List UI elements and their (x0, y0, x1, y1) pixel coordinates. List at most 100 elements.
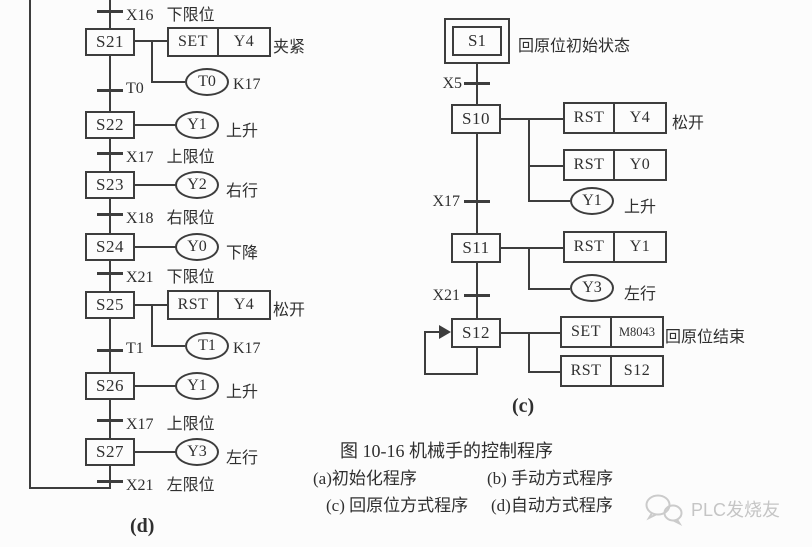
c-transition-tick-x5 (464, 82, 490, 85)
caption-item-d: (d)自动方式程序 (491, 496, 613, 515)
action-desc-right: 右行 (226, 183, 259, 200)
action-op: SET (169, 29, 219, 55)
action-arg: Y4 (629, 109, 651, 126)
d-s27-action-connector (135, 451, 177, 453)
action-desc-rise: 上升 (226, 123, 259, 140)
coil-y2-right: Y2 (175, 171, 219, 199)
timer-setpoint-t0: K17 (233, 76, 261, 93)
transition-desc: 左限位 (166, 477, 215, 494)
c-s10-branch2-connector (528, 165, 563, 167)
action-box-set-y4: SET Y4 (167, 27, 271, 57)
action-box-set-m8043: SET M8043 (560, 316, 664, 348)
initial-step-desc: 回原位初始状态 (518, 38, 631, 55)
transition-name: X16 (126, 7, 154, 24)
action-arg: S12 (623, 362, 651, 379)
timer-coil-t1: T1 (185, 332, 229, 360)
transition-name: X18 (126, 210, 154, 227)
action-box-rst-y0: RST Y0 (563, 149, 667, 181)
step-box-s10: S10 (451, 104, 501, 134)
c-s11-action-connector (501, 247, 563, 249)
action-arg: Y4 (233, 296, 255, 313)
transition-name: X17 (126, 416, 154, 433)
step-box-s27: S27 (85, 438, 135, 466)
transition-name: T1 (126, 340, 144, 357)
action-op: RST (565, 151, 615, 179)
action-desc-rise-c: 上升 (624, 199, 657, 216)
step-box-s11: S11 (451, 233, 501, 263)
action-op: SET (562, 318, 612, 346)
c-loop-bottom-line (424, 373, 478, 375)
timer-coil-t0: T0 (185, 68, 229, 96)
transition-desc: 上限位 (166, 416, 215, 433)
c-main-line (476, 20, 478, 375)
action-arg: M8043 (618, 324, 656, 339)
transition-desc: 下限位 (166, 269, 215, 286)
c-transition-label-x17: X17 (432, 193, 460, 210)
action-desc-release: 松开 (273, 302, 306, 319)
d-s23-action-connector (135, 184, 177, 186)
step-box-s24: S24 (85, 233, 135, 261)
d-transition-tick-x21a (97, 272, 123, 275)
d-transition-label-t1: T1 (126, 340, 157, 358)
action-desc-rise-2: 上升 (226, 384, 259, 401)
action-arg: Y1 (629, 238, 651, 255)
d-transition-tick-t0 (97, 89, 123, 92)
d-transition-label-x21b: X21 左限位 (126, 471, 215, 495)
action-desc-clamp: 夹紧 (273, 39, 306, 56)
step-box-s26: S26 (85, 372, 135, 400)
transition-name: X21 (126, 269, 154, 286)
d-transition-tick-x17b (97, 419, 123, 422)
d-transition-label-x16: X16 下限位 (126, 1, 215, 25)
transition-name: T0 (126, 80, 144, 97)
c-s12-branch2-connector (528, 371, 560, 373)
step-box-s21: S21 (85, 28, 135, 56)
c-loop-arrow-shaft (424, 331, 441, 333)
step-box-s22: S22 (85, 111, 135, 139)
action-arg: Y0 (629, 156, 651, 173)
d-transition-tick-x17a (97, 152, 123, 155)
transition-name: X21 (126, 477, 154, 494)
c-s10-branch3-connector (528, 200, 570, 202)
step-box-s12: S12 (451, 318, 501, 348)
c-transition-tick-x21 (464, 294, 490, 297)
action-arg: Y4 (233, 33, 255, 50)
step-box-s23: S23 (85, 171, 135, 199)
d-transition-tick-t1 (97, 349, 123, 352)
initial-step-box-s1: S1 (444, 18, 510, 64)
watermark: PLC发烧友 (644, 492, 780, 526)
coil-y1-rise: Y1 (175, 111, 219, 139)
d-transition-label-x17b: X17 上限位 (126, 410, 215, 434)
d-s24-action-connector (135, 246, 177, 248)
c-s11-branch-line (528, 247, 530, 290)
d-loop-return-line (29, 0, 31, 489)
wechat-logo-icon (645, 494, 683, 526)
coil-y3-left: Y3 (175, 438, 219, 466)
d-transition-label-x21a: X21 下限位 (126, 263, 215, 287)
c-transition-label-x21: X21 (432, 287, 460, 304)
c-s12-branch-line (528, 332, 530, 373)
action-desc-origin-done: 回原位结束 (665, 329, 746, 346)
d-s25-branch-line (151, 304, 153, 346)
coil-y1-rise-c: Y1 (570, 187, 614, 215)
c-sublabel: (c) (512, 395, 535, 417)
d-s26-action-connector (135, 385, 177, 387)
transition-desc: 右限位 (166, 210, 215, 227)
c-transition-tick-x17 (464, 200, 490, 203)
d-loop-bottom-line (29, 487, 111, 489)
action-desc-release-c: 松开 (672, 115, 705, 132)
transition-desc: 下限位 (166, 7, 215, 24)
timer-setpoint-t1: K17 (233, 340, 261, 357)
c-loop-left-line (424, 332, 426, 375)
d-transition-label-t0: T0 (126, 80, 157, 98)
watermark-text: PLC发烧友 (691, 500, 781, 520)
caption-item-b: (b) 手动方式程序 (487, 469, 614, 488)
coil-y1-rise-2: Y1 (175, 372, 219, 400)
d-transition-tick-x18 (97, 213, 123, 216)
transition-desc: 上限位 (166, 149, 215, 166)
